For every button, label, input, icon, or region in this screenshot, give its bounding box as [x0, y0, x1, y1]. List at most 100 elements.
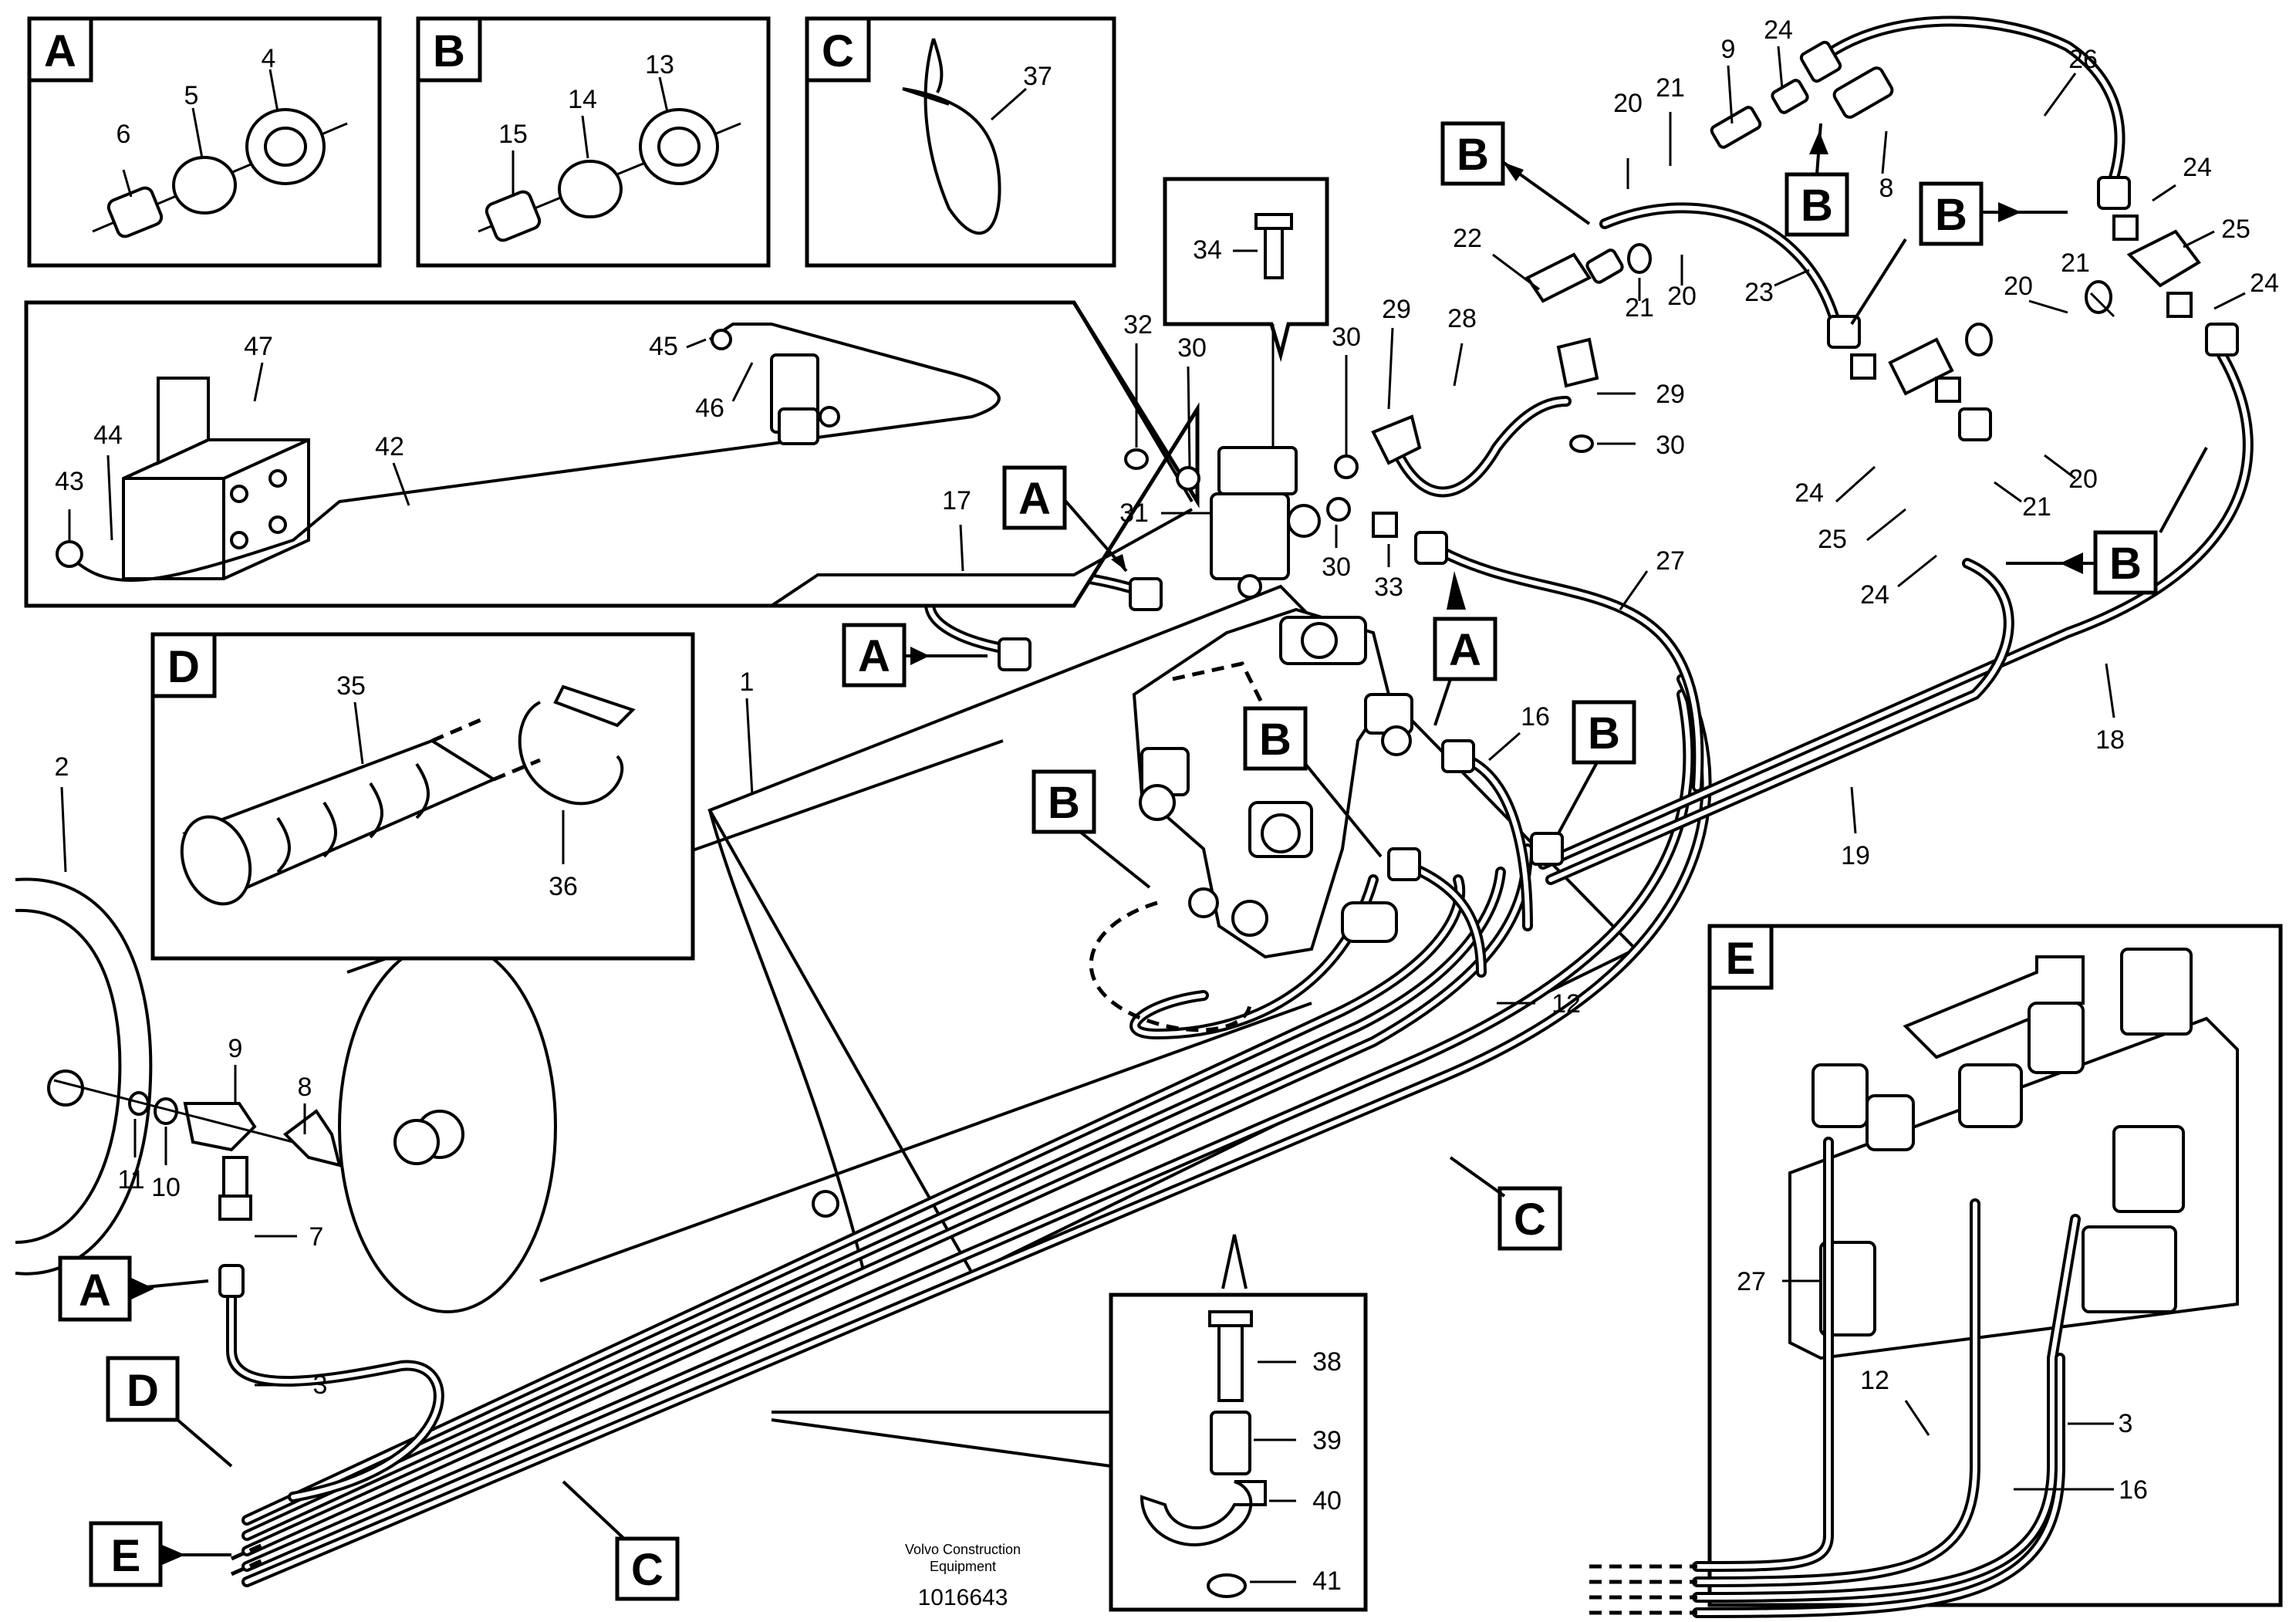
- drawing-number: 1016643: [918, 1585, 1008, 1610]
- footer: Volvo Construction Equipment 1016643: [905, 1542, 1021, 1610]
- callout-45: 45: [649, 332, 678, 361]
- callout-26: 26: [2068, 45, 2098, 74]
- ref-a4: A: [58, 1255, 209, 1322]
- ref-letter-b2: B: [1801, 181, 1833, 231]
- detail-box-clamp: 38 39 40 41: [771, 1234, 1368, 1612]
- callout-37: 37: [1023, 62, 1052, 91]
- callout-30a: 30: [1177, 333, 1207, 363]
- pipes-18-19: [1538, 350, 2254, 885]
- ref-b3: B: [1850, 181, 2068, 326]
- callout-36: 36: [549, 872, 578, 901]
- callout-42: 42: [375, 432, 404, 461]
- detail-box-b: B 15 14 13: [416, 16, 771, 268]
- callout-29b: 29: [1656, 380, 1685, 409]
- ref-letter-c1: C: [1514, 1195, 1546, 1245]
- ref-a2: A: [842, 623, 988, 688]
- callout-4: 4: [262, 44, 276, 73]
- callout-1: 1: [740, 667, 755, 697]
- pipe-16-12: [1089, 542, 1704, 1039]
- pipe-23: [1599, 202, 1842, 329]
- callout-30d: 30: [1322, 552, 1351, 582]
- callout-24c: 24: [1860, 580, 1889, 610]
- callout-35: 35: [336, 671, 366, 701]
- callout-15: 15: [498, 120, 528, 149]
- ref-a3: A: [1433, 571, 1497, 726]
- maker-line-1: Volvo Construction: [905, 1542, 1021, 1557]
- callout-18: 18: [2095, 725, 2125, 755]
- callout-34: 34: [1193, 235, 1222, 265]
- callout-8: 8: [298, 1073, 312, 1102]
- pipe-28: [1383, 396, 1572, 498]
- callout-14: 14: [568, 85, 597, 114]
- callout-10: 10: [151, 1173, 181, 1202]
- callout-3: 3: [313, 1370, 328, 1400]
- ref-letter-a2: A: [858, 631, 890, 681]
- ref-b1: B: [1440, 121, 1591, 225]
- ref-e1: E: [89, 1521, 231, 1587]
- callout-30b: 30: [1332, 323, 1361, 352]
- solenoid-valve-31: [1210, 446, 1321, 599]
- ref-letter-b6: B: [1048, 778, 1080, 828]
- callout-27: 27: [1656, 546, 1685, 576]
- callout-43: 43: [55, 467, 84, 496]
- callout-21b: 21: [1625, 293, 1654, 323]
- callout-13: 13: [645, 50, 674, 79]
- ref-letter-a1: A: [1018, 474, 1051, 524]
- detail-box-e: E 27 12 3 16: [1589, 924, 2283, 1618]
- detail-box-d-letter: D: [167, 642, 200, 692]
- valve-block: [1132, 607, 1413, 959]
- callout-46: 46: [695, 394, 724, 423]
- detail-box-harness: 43 44 47 42 45 46: [24, 300, 1200, 608]
- callout-22: 22: [1453, 224, 1482, 253]
- detail-box-c: C 37: [805, 16, 1116, 268]
- callout-20b: 20: [1667, 282, 1697, 311]
- callout-31: 31: [1119, 498, 1149, 528]
- callout-9: 9: [228, 1034, 243, 1063]
- callout-28: 28: [1447, 304, 1477, 333]
- callout-33: 33: [1374, 573, 1403, 602]
- callout-38: 38: [1312, 1347, 1342, 1377]
- fitting-cluster: [1525, 40, 2239, 441]
- callout-32: 32: [1123, 310, 1153, 340]
- callout-20d: 20: [2004, 272, 2033, 301]
- callout-19: 19: [1841, 841, 1870, 870]
- callout-21d: 21: [2061, 248, 2090, 278]
- ref-letter-c2: C: [631, 1545, 663, 1595]
- maker-line-2: Equipment: [930, 1559, 996, 1574]
- callout-40: 40: [1312, 1486, 1342, 1516]
- ref-letter-b3: B: [1935, 190, 1967, 240]
- callout-47: 47: [244, 332, 273, 361]
- pipe-3: [226, 1276, 444, 1502]
- callout-24d: 24: [2183, 153, 2212, 182]
- callout-20a: 20: [1613, 89, 1643, 118]
- main-callouts: 1 2 3 7 8 9 10 11 12 16 17 18 19 20 21 9…: [55, 15, 2279, 1400]
- callout-20c: 20: [2068, 465, 2098, 494]
- callout-29a: 29: [1382, 295, 1411, 324]
- ref-letter-d1: D: [127, 1366, 159, 1416]
- ref-letter-a4: A: [79, 1265, 111, 1316]
- fittings-7-11: [53, 1079, 342, 1298]
- ref-letter-a3: A: [1449, 625, 1481, 675]
- callout-8b: 8: [1879, 174, 1894, 203]
- ref-letter-b4: B: [2109, 539, 2142, 589]
- ref-letter-b7: B: [1588, 708, 1620, 759]
- tank-end-2: [15, 877, 153, 1276]
- callout-23: 23: [1744, 278, 1774, 307]
- callout-24e: 24: [2250, 269, 2279, 298]
- callout-21a: 21: [1656, 73, 1685, 103]
- detail-box-a-letter: A: [44, 26, 76, 76]
- detail-box-e-letter: E: [1726, 934, 1756, 984]
- ref-b7: B: [1557, 700, 1636, 834]
- ref-letter-b1: B: [1457, 130, 1489, 180]
- callout-39: 39: [1312, 1426, 1342, 1455]
- callout-2: 2: [55, 752, 69, 782]
- fittings-29-33: [998, 337, 1599, 881]
- ref-b2: B: [1784, 123, 1849, 237]
- ref-letter-e1: E: [111, 1531, 141, 1581]
- ref-c1: C: [1449, 1156, 1562, 1251]
- callout-44: 44: [93, 421, 123, 450]
- detail-box-a: A 6 5 4: [27, 16, 382, 268]
- ref-d1: D: [106, 1356, 233, 1468]
- callout-17: 17: [942, 486, 971, 515]
